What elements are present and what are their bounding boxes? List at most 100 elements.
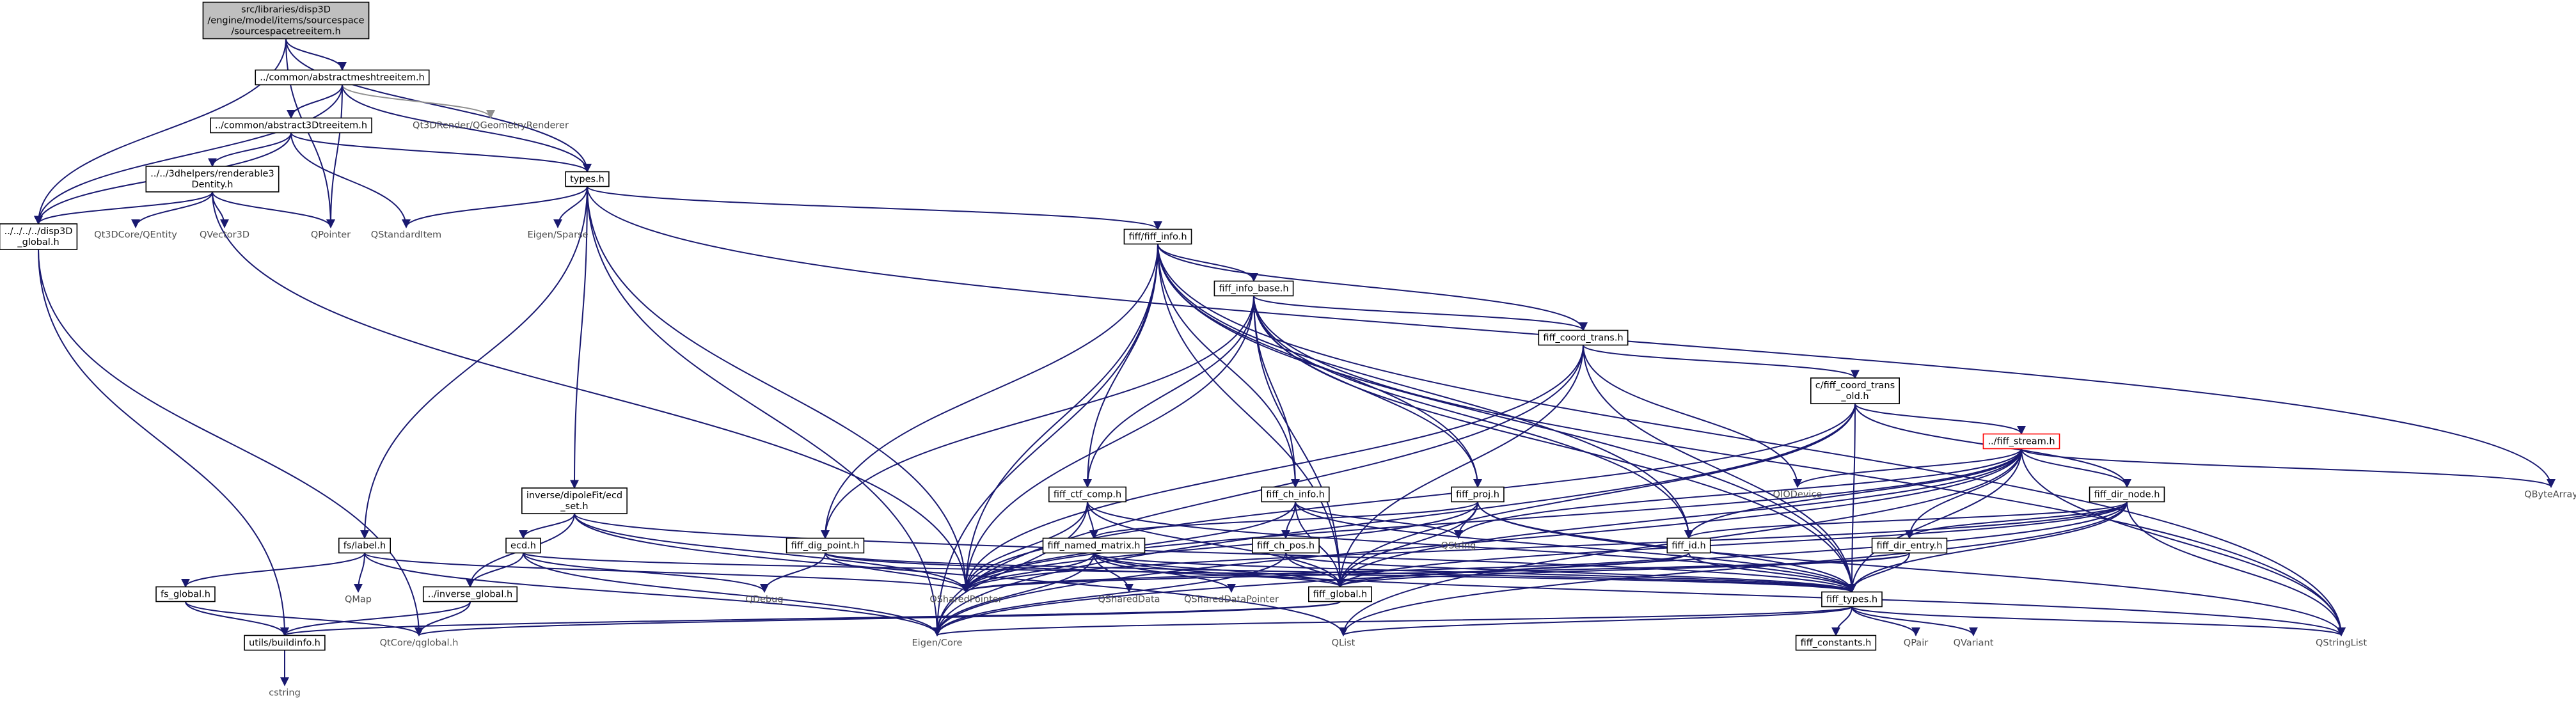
node-label: fs/label.h xyxy=(344,541,386,551)
edge-fiffinfobase-to-qsharedpointer xyxy=(961,295,1254,593)
node-qbytearray: QByteArray xyxy=(2524,490,2576,500)
node-box xyxy=(338,537,391,554)
edge-fiffnamedmatrix-to-qsharedpointer xyxy=(961,553,1094,593)
node-qsharedpointer: QSharedPointer xyxy=(929,595,1002,605)
node-qlist: QList xyxy=(1332,638,1355,649)
edge-fiffchinfo-to-fifftypes xyxy=(1295,501,1856,593)
node-label: ../../../../disp3D xyxy=(4,226,73,237)
node-fiffchinfo[interactable]: fiff_ch_info.h xyxy=(1261,486,1330,503)
node-box xyxy=(1123,228,1192,245)
node-fifftypes[interactable]: fiff_types.h xyxy=(1821,591,1883,608)
node-label: ecd.h xyxy=(510,541,536,551)
edge-fiffproj-to-fiffnamedmatrix xyxy=(1089,501,1478,539)
edge-fslabel-to-qmap xyxy=(354,553,365,593)
node-label: fiff_constants.h xyxy=(1801,638,1872,649)
edge-fiffstream-to-qstring xyxy=(1454,448,2022,539)
edge-fiffnamedmatrix-to-eigencore xyxy=(933,553,1094,636)
edge-fiffinfobase-to-fiffdigpoint xyxy=(821,295,1254,539)
edge-fifftypes-to-qstringlist xyxy=(1851,606,2346,636)
node-fiffdirentry[interactable]: fiff_dir_entry.h xyxy=(1871,537,1948,554)
node-buildinfo[interactable]: utils/buildinfo.h xyxy=(244,634,326,651)
node-label: QIODevice xyxy=(1773,490,1822,500)
node-fiffdirnode[interactable]: fiff_dir_node.h xyxy=(2089,486,2165,503)
node-label: _global.h xyxy=(17,237,59,248)
node-box xyxy=(1666,537,1711,554)
edge-types-to-fslabel xyxy=(360,186,588,539)
node-fiffdigpoint[interactable]: fiff_dig_point.h xyxy=(786,537,865,554)
node-label: _old.h xyxy=(1840,391,1869,402)
node-fsglobal[interactable]: fs_global.h xyxy=(155,586,216,603)
node-fiffinfo[interactable]: fiff/fiff_info.h xyxy=(1123,228,1192,245)
edge-fiffcoordtrans-to-fifftypes xyxy=(1583,345,1856,593)
edge-abstractmesh-to-disp3dglobal xyxy=(34,84,343,225)
node-fiffproj[interactable]: fiff_proj.h xyxy=(1451,486,1505,503)
edge-fiffchinfo-to-qstring xyxy=(1295,501,1463,539)
node-box xyxy=(422,586,518,603)
node-qshareddata: QSharedData xyxy=(1098,595,1160,605)
node-label: ../../3dhelpers/renderable3 xyxy=(150,169,274,179)
edge-fiffcoordtrans-to-qsharedpointer xyxy=(961,345,1584,593)
node-fiffcoordtrans[interactable]: fiff_coord_trans.h xyxy=(1538,329,1629,346)
node-box xyxy=(786,537,865,554)
node-box xyxy=(521,487,628,514)
node-box xyxy=(1213,280,1294,297)
node-fiffctfcomp[interactable]: fiff_ctf_comp.h xyxy=(1048,486,1126,503)
edge-types-to-eigensparse xyxy=(553,186,588,228)
node-inverse[interactable]: inverse/dipoleFit/ecd_set.h xyxy=(521,487,628,514)
node-fiffconstants[interactable]: fiff_constants.h xyxy=(1795,634,1877,651)
node-qt3dcore: Qt3DCore/QEntity xyxy=(94,230,177,240)
node-box xyxy=(2089,486,2165,503)
node-disp3dglobal[interactable]: ../../../../disp3D_global.h xyxy=(0,223,78,250)
node-qpair: QPair xyxy=(1904,638,1928,649)
node-ecd[interactable]: ecd.h xyxy=(505,537,541,554)
node-label: QString xyxy=(1441,541,1476,551)
node-fiffnamedmatrix[interactable]: fiff_named_matrix.h xyxy=(1042,537,1146,554)
node-fiffid[interactable]: fiff_id.h xyxy=(1666,537,1711,554)
node-fslabel[interactable]: fs/label.h xyxy=(338,537,391,554)
node-label: QSharedDataPointer xyxy=(1184,595,1279,605)
node-coordtransold[interactable]: c/fiff_coord_trans_old.h xyxy=(1810,377,1900,404)
node-label: Eigen/Core xyxy=(912,638,963,649)
edge-fiffinfo-to-fiffinfobase xyxy=(1157,244,1258,282)
node-label: QList xyxy=(1332,638,1355,649)
node-abstract3d[interactable]: ../common/abstract3Dtreeitem.h xyxy=(210,117,372,134)
edge-inverse-to-ecd xyxy=(519,513,575,539)
edge-types-to-qstandarditem xyxy=(402,186,588,228)
node-label: fiff_coord_trans.h xyxy=(1543,333,1623,343)
node-abstractmesh[interactable]: ../common/abstractmeshtreeitem.h xyxy=(255,69,430,86)
edge-fiffproj-to-qstringlist xyxy=(1477,501,2346,636)
node-inverseglobal[interactable]: ../inverse_global.h xyxy=(422,586,518,603)
node-box xyxy=(565,171,610,187)
edge-fiffproj-to-qsharedpointer xyxy=(961,501,1478,593)
edge-fiffinfo-to-eigencore xyxy=(933,244,1158,636)
node-box xyxy=(1795,634,1877,651)
node-fiffchpos[interactable]: fiff_ch_pos.h xyxy=(1252,537,1320,554)
edge-fiffctfcomp-to-fiffglobal xyxy=(1087,501,1345,588)
node-box xyxy=(255,69,430,86)
edge-coordtransold-to-fifftypes xyxy=(1847,403,1857,593)
node-box xyxy=(1252,537,1320,554)
edge-fiffdirnode-to-qstringlist xyxy=(2126,501,2346,636)
node-box xyxy=(1308,586,1373,603)
edge-fslabel-to-eigencore xyxy=(364,553,942,636)
node-fiffinfobase[interactable]: fiff_info_base.h xyxy=(1213,280,1294,297)
node-fiffglobal[interactable]: fiff_global.h xyxy=(1308,586,1373,603)
edge-fiffinfo-to-fiffdigpoint xyxy=(821,244,1158,539)
edge-abstractmesh-to-abstract3d xyxy=(287,84,343,119)
node-label: Dentity.h xyxy=(192,180,233,190)
node-box xyxy=(1048,486,1126,503)
node-types[interactable]: types.h xyxy=(565,171,610,187)
edge-fiffinfobase-to-qstringlist xyxy=(1253,295,2346,636)
edge-fiffnamedmatrix-to-qshareddata xyxy=(1093,553,1134,593)
edge-types-to-inverse xyxy=(570,186,588,489)
node-box xyxy=(1451,486,1505,503)
node-root[interactable]: src/libraries/disp3D/engine/model/items/… xyxy=(202,1,370,40)
edge-fiffinfobase-to-fiffcoordtrans xyxy=(1253,295,1588,331)
node-fiffstream[interactable]: ../fiff_stream.h xyxy=(1982,433,2060,450)
edge-fiffglobal-to-qtcoreglobal xyxy=(415,601,1341,636)
node-label: ../common/abstract3Dtreeitem.h xyxy=(215,121,367,131)
node-label: QPair xyxy=(1904,638,1928,649)
node-label: src/libraries/disp3D xyxy=(241,5,331,15)
